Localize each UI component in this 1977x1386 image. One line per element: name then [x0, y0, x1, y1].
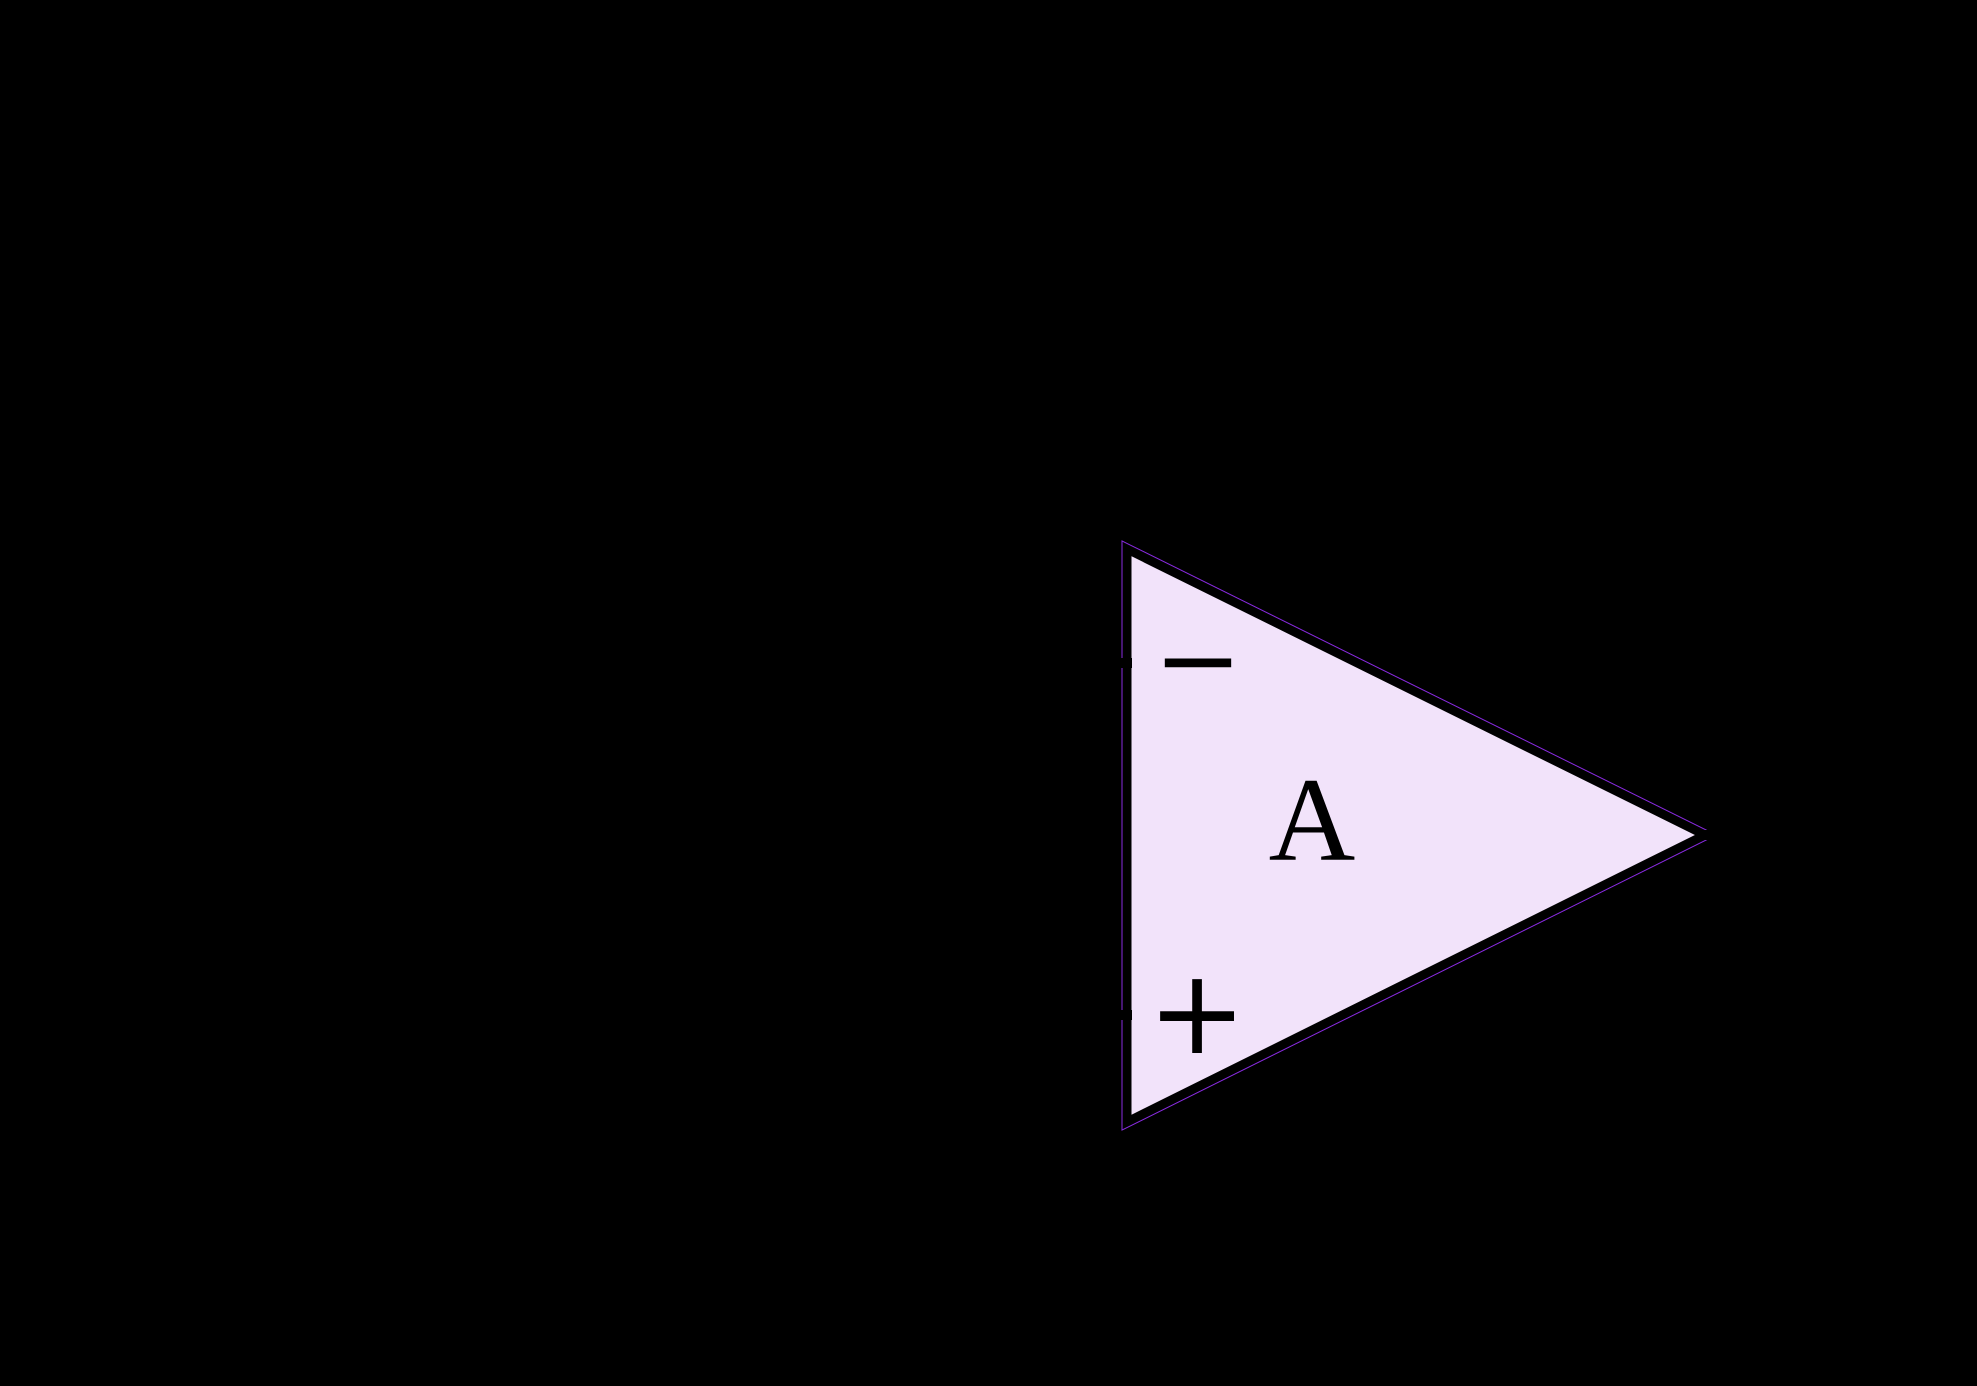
- output-lead: [1698, 830, 1746, 840]
- gain-label: A: [1269, 753, 1356, 886]
- inverting-input-lead: [1083, 658, 1132, 668]
- opamp-body-icon: [1122, 541, 1716, 1130]
- noninverting-input-lead: [1083, 1010, 1132, 1020]
- inverting-input-label: −: [1154, 598, 1243, 721]
- noninverting-input-label: +: [1148, 943, 1247, 1081]
